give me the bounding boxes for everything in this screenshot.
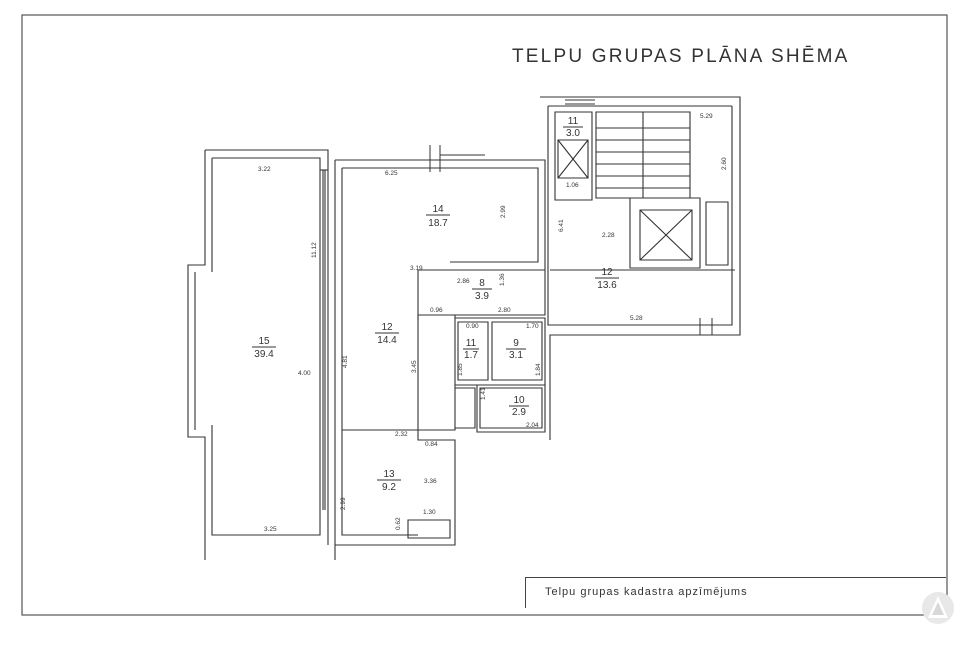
cadastral-label: Telpu grupas kadastra apzīmējums <box>545 586 748 598</box>
dim-label: 1.36 <box>499 273 506 286</box>
wall-stair-core <box>540 96 741 440</box>
room-number-14: 14 <box>432 204 444 215</box>
wall-room-13 <box>335 429 456 546</box>
dim-label: 2.99 <box>340 497 347 510</box>
dim-label: 5.29 <box>700 113 713 120</box>
dim-label: 2.60 <box>721 157 728 170</box>
label-room-14: 14 18.7 <box>426 204 450 229</box>
label-room-13: 13 9.2 <box>377 469 401 493</box>
dim-label: 11.12 <box>311 242 318 258</box>
cadastral-box <box>525 577 946 608</box>
wall-room-9 <box>491 321 543 381</box>
label-room-8: 8 3.9 <box>472 278 492 302</box>
room-number-11a: 11 <box>466 338 477 349</box>
room-number-12b: 12 <box>601 267 613 278</box>
room-area-14: 18.7 <box>428 218 448 229</box>
dim-label: 4.81 <box>342 355 349 368</box>
wall-stair-core-inner <box>547 105 733 326</box>
wall-closets <box>455 317 546 433</box>
dim-label: 3.25 <box>264 526 277 533</box>
label-room-15: 15 39.4 <box>252 336 276 360</box>
wall-room-11a <box>457 321 489 381</box>
dim-label: 2.99 <box>500 205 507 218</box>
lift-box-small <box>557 139 589 179</box>
dim-label: 1.30 <box>423 509 436 516</box>
label-room-12a: 12 14.4 <box>375 322 399 346</box>
stair-treads <box>596 112 690 198</box>
label-room-12b: 12 13.6 <box>595 267 619 291</box>
dim-label: 2.04 <box>526 422 539 429</box>
room-number-13: 13 <box>383 469 395 480</box>
lift-shaft <box>629 197 701 269</box>
room-number-8: 8 <box>479 278 485 289</box>
room-labels: 15 39.4 14 18.7 12 14.4 8 3.9 11 <box>252 116 619 493</box>
room-number-15: 15 <box>258 336 270 347</box>
wall-closet-left <box>417 315 456 431</box>
wall-room-11b <box>554 111 593 201</box>
walls <box>187 96 741 560</box>
room-area-13: 9.2 <box>382 482 396 493</box>
dim-label: 1.06 <box>566 182 579 189</box>
wall-room-8 <box>417 269 546 320</box>
room-area-11b: 3.0 <box>566 128 580 139</box>
dim-label: 0.62 <box>395 517 402 530</box>
room-number-11b: 11 <box>568 116 579 127</box>
dim-label: 3.36 <box>424 478 437 485</box>
wall-room-14-top <box>335 159 546 270</box>
lift-cabin <box>639 209 693 261</box>
label-room-11b: 11 3.0 <box>563 116 583 139</box>
wall-room-15 <box>205 149 329 545</box>
wall-room-15-inner <box>211 157 321 536</box>
dim-label: 0.96 <box>430 307 443 314</box>
label-room-9: 9 3.1 <box>506 338 526 361</box>
dim-label: 5.28 <box>630 315 643 322</box>
wall-room-10 <box>479 387 543 429</box>
dim-label: 2.28 <box>602 232 615 239</box>
dim-label: 2.80 <box>498 307 511 314</box>
shaft-small <box>705 201 729 266</box>
dim-label: 3.45 <box>411 360 418 373</box>
plan-title: TELPU GRUPAS PLĀNA SHĒMA <box>512 46 850 67</box>
dim-label: 1.70 <box>526 323 539 330</box>
wall-room-13-niche <box>407 519 451 539</box>
dim-label: 0.84 <box>425 441 438 448</box>
dim-label: 0.90 <box>466 323 479 330</box>
wall-room-15-bay <box>194 158 213 430</box>
seal-logo-icon <box>922 592 954 624</box>
room-number-10: 10 <box>513 395 525 406</box>
wall-shaft <box>455 387 476 429</box>
dim-label: 1.84 <box>535 363 542 376</box>
dim-label: 3.19 <box>410 265 423 272</box>
room-number-12a: 12 <box>381 322 393 333</box>
dimension-labels: 3.22 11.12 4.00 4.81 3.25 2.99 6.25 2.99… <box>258 113 728 533</box>
room-number-9: 9 <box>513 338 519 349</box>
label-room-10: 10 2.9 <box>509 395 529 418</box>
dim-label: 6.41 <box>558 219 565 232</box>
room-area-9: 3.1 <box>509 350 523 361</box>
dim-label: 2.86 <box>457 278 470 285</box>
room-area-12a: 14.4 <box>377 335 397 346</box>
dim-label: 1.85 <box>457 363 464 376</box>
window-marks <box>429 99 713 335</box>
room-area-11a: 1.7 <box>464 350 478 361</box>
wall-central-inner-left <box>341 168 418 536</box>
dim-label: 1.41 <box>480 387 487 400</box>
sheet-frame <box>21 14 948 616</box>
room-area-15: 39.4 <box>254 349 274 360</box>
label-room-11a: 11 1.7 <box>463 338 479 361</box>
room-area-8: 3.9 <box>475 291 489 302</box>
dim-label: 2.32 <box>395 431 408 438</box>
room-area-10: 2.9 <box>512 407 526 418</box>
dim-label: 4.00 <box>298 370 311 377</box>
wall-room-15-outer <box>187 150 206 560</box>
dim-label: 6.25 <box>385 170 398 177</box>
dim-label: 3.22 <box>258 166 271 173</box>
room-area-12b: 13.6 <box>597 280 617 291</box>
